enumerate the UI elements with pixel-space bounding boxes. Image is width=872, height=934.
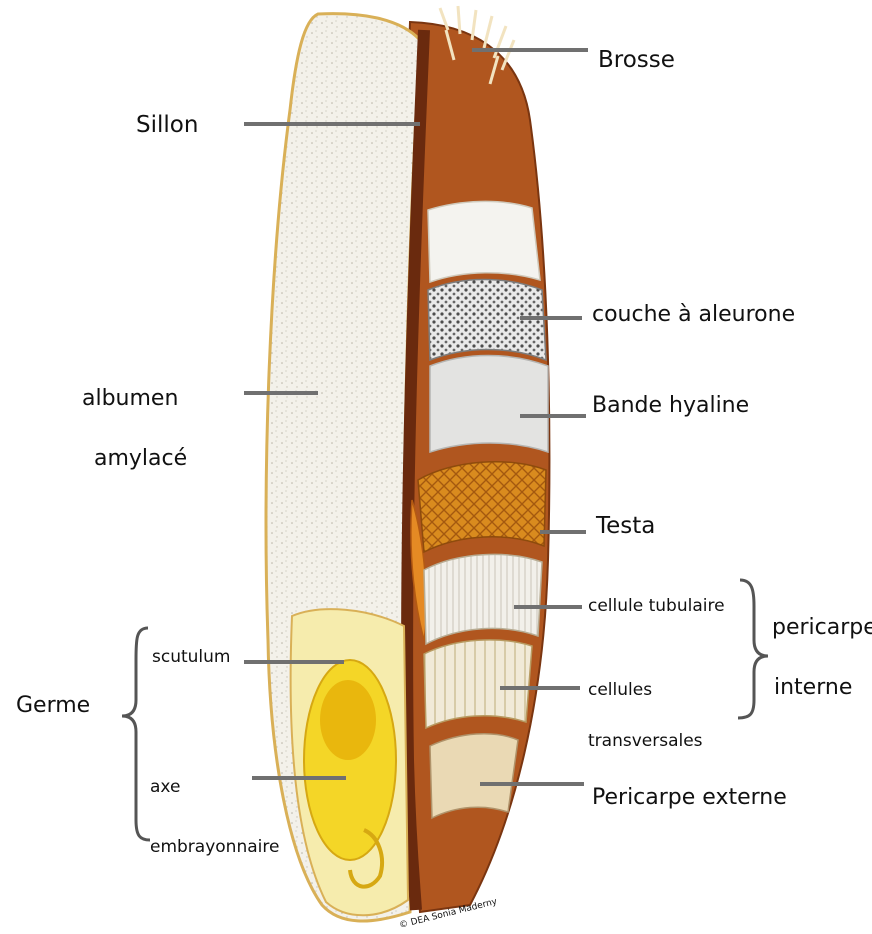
pericarp-brace xyxy=(738,580,768,718)
hyaline-layer xyxy=(430,356,548,453)
label-couche-aleurone: couche à aleurone xyxy=(592,302,795,327)
label-cellule-tubulaire: cellule tubulaire xyxy=(588,596,725,616)
label-cellules: cellules xyxy=(588,680,652,700)
label-sillon: Sillon xyxy=(136,112,198,138)
label-scutulum: scutulum xyxy=(152,647,230,667)
white-layer xyxy=(428,201,540,282)
label-pericarpe: pericarpe xyxy=(772,615,872,640)
label-testa: Testa xyxy=(595,513,655,539)
label-germe: Germe xyxy=(16,693,90,718)
label-axe: axe xyxy=(150,777,180,797)
embryo-core xyxy=(320,680,376,760)
label-amylace: amylacé xyxy=(94,446,187,471)
label-brosse: Brosse xyxy=(598,47,675,73)
label-embrayonnaire: embrayonnaire xyxy=(150,837,279,857)
germ-brace xyxy=(122,628,150,840)
transverse-cell-layer xyxy=(424,640,532,728)
grain-illustration: © DEA Sonia Maderny xyxy=(266,6,549,931)
label-pericarpe-externe: Pericarpe externe xyxy=(592,785,787,810)
outer-pericarp-layer xyxy=(430,734,518,818)
label-transversales: transversales xyxy=(588,731,703,751)
label-interne: interne xyxy=(774,675,852,700)
label-albumen: albumen xyxy=(82,386,178,411)
label-bande-hyaline: Bande hyaline xyxy=(592,393,749,418)
